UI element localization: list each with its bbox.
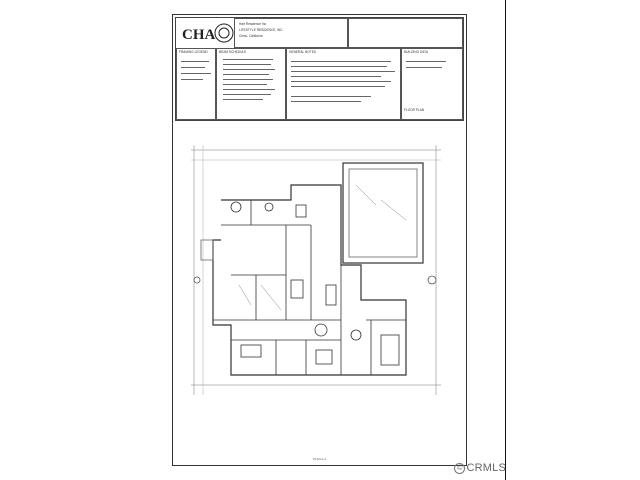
title-block: CHA Hart Residence Inc LIFESTYLE RESIDEN…: [175, 17, 464, 121]
sheet-footer: PLAN A-1: [313, 457, 327, 461]
logo-text: CHA: [182, 27, 216, 43]
building-data-title: BUILDING DATA: [404, 50, 428, 54]
title-right-cell: [348, 18, 463, 48]
floor-plan-drawing: [191, 145, 441, 395]
general-notes-title: GENERAL NOTES: [289, 50, 316, 54]
building-data-cell: BUILDING DATA FLOOR PLAN: [401, 48, 463, 120]
logo-mark-icon: CHA: [182, 23, 234, 43]
watermark-text: CRMLS: [466, 462, 506, 474]
page-border-right: [505, 0, 506, 480]
project-info-cell: Hart Residence Inc LIFESTYLE RESIDENCE, …: [234, 18, 348, 48]
blueprint-sheet: CHA Hart Residence Inc LIFESTYLE RESIDEN…: [172, 14, 467, 466]
general-notes-cell: GENERAL NOTES: [286, 48, 401, 120]
company-logo: CHA: [176, 18, 235, 48]
framing-legend-title: FRAMING LEGEND: [179, 50, 208, 54]
beam-schedule-title: BEAM SCHEDULE: [219, 50, 247, 54]
framing-legend-cell: FRAMING LEGEND: [176, 48, 216, 120]
floor-plan-label: FLOOR PLAN: [404, 108, 425, 112]
project-name: LIFESTYLE RESIDENCE, INC.: [239, 28, 284, 32]
project-location: Chino, California: [239, 34, 263, 38]
beam-schedule-cell: BEAM SCHEDULE: [216, 48, 286, 120]
copyright-icon: ©: [454, 463, 466, 474]
company-name: Hart Residence Inc: [239, 22, 267, 26]
crmls-watermark: ©CRMLS: [454, 462, 506, 474]
